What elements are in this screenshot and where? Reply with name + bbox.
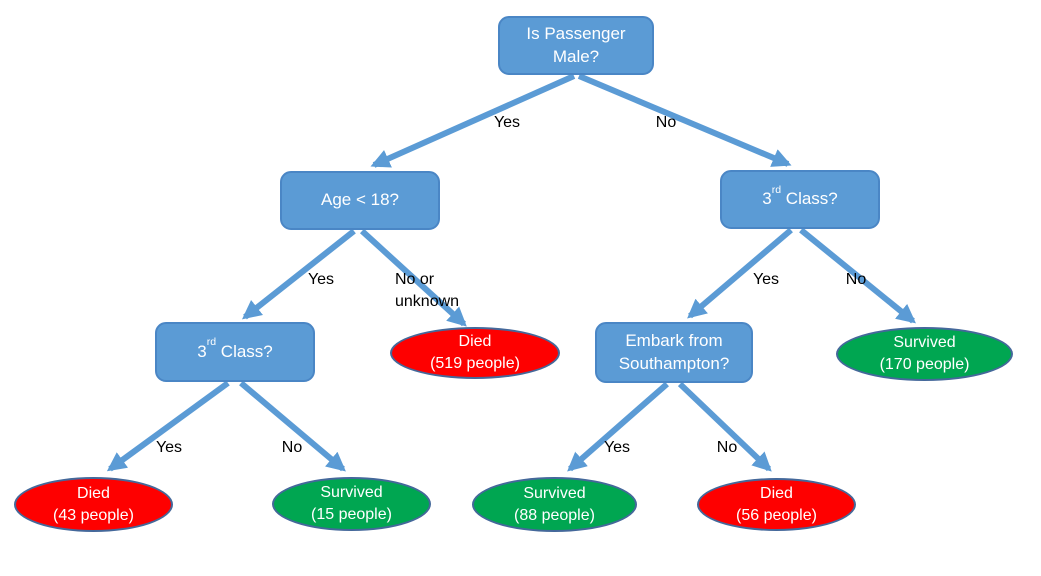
arrow-age-to-class-left — [241, 228, 356, 320]
edge-label-root-no: No — [655, 114, 677, 131]
node-label: Survived (15 people) — [311, 484, 392, 523]
edge-label-class-right-no: No — [845, 271, 867, 288]
node-label: Died (56 people) — [736, 484, 817, 524]
node-is-passenger-male: Is Passenger Male? — [498, 16, 654, 75]
node-survived-15: Survived (15 people) — [272, 477, 431, 531]
arrow-root-to-class-right — [577, 73, 792, 167]
edge-label-age-no-or-unknown: No or unknown — [395, 271, 460, 310]
node-third-class-right: 3rd Class? — [720, 170, 880, 229]
node-survived-170: Survived (170 people) — [836, 327, 1013, 381]
node-label: Is Passenger Male? — [526, 23, 626, 66]
edge-label-embark-no: No — [716, 439, 738, 456]
node-age-under-18: Age < 18? — [280, 171, 440, 230]
node-label: Died (43 people) — [53, 484, 134, 524]
edge-label-root-yes: Yes — [493, 114, 521, 131]
arrow-embark-to-died56 — [677, 381, 772, 472]
node-label: 3rd Class? — [197, 336, 273, 361]
node-label: Embark from Southampton? — [618, 330, 730, 373]
node-third-class-left: 3rd Class? — [155, 322, 315, 382]
node-label: Died (519 people) — [430, 333, 520, 372]
arrow-class-right-to-survived170 — [799, 227, 916, 324]
node-label: 3rd Class? — [762, 183, 838, 209]
node-survived-88: Survived (88 people) — [472, 477, 637, 532]
arrow-class-left-to-survived15 — [239, 380, 346, 472]
node-label: Survived (170 people) — [879, 334, 970, 373]
edge-label-class-left-no: No — [281, 439, 303, 456]
edge-label-age-yes: Yes — [307, 271, 335, 288]
node-embark-southampton: Embark from Southampton? — [595, 322, 753, 383]
edge-label-class-right-yes: Yes — [752, 271, 780, 288]
node-died-519: Died (519 people) — [390, 327, 560, 379]
node-label: Age < 18? — [321, 190, 399, 210]
node-died-56: Died (56 people) — [697, 478, 856, 531]
node-died-43: Died (43 people) — [14, 477, 173, 532]
arrow-class-left-to-died43 — [106, 380, 230, 472]
arrow-age-to-died519 — [359, 228, 467, 327]
arrow-embark-to-survived88 — [567, 381, 669, 472]
edge-label-embark-yes: Yes — [603, 439, 631, 456]
edge-label-class-left-yes: Yes — [155, 439, 183, 456]
arrow-root-to-age — [370, 73, 576, 168]
arrow-class-right-to-embark — [687, 227, 793, 319]
node-label: Survived (88 people) — [514, 484, 595, 524]
